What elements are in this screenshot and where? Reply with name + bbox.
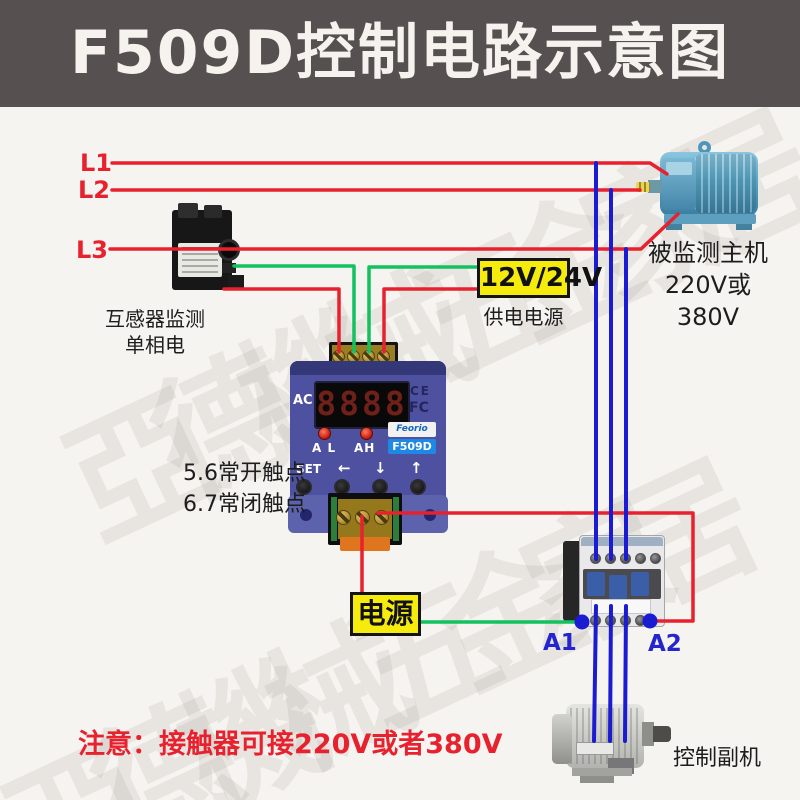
monitored-motor-caption: 被监测主机 220V或 380V: [648, 239, 768, 331]
phase-label-l2: L2: [78, 176, 110, 204]
monitored-motor: [636, 140, 766, 234]
down-arrow-icon: ↓: [374, 459, 387, 477]
alarm-high-led: [360, 427, 373, 440]
set-key-label: SET: [296, 462, 322, 476]
phase-label-l3: L3: [76, 236, 108, 264]
alarm-low-led: [318, 427, 331, 440]
mounting-hole-right: [424, 509, 436, 521]
phase-label-l1: L1: [80, 149, 112, 177]
up-arrow-icon: ↑: [410, 459, 423, 477]
mounting-hole-left: [300, 509, 312, 521]
title-bar: F509D控制电路示意图: [0, 0, 800, 107]
din-clip: [340, 537, 390, 551]
transformer-hole: [218, 239, 240, 261]
voltage-note: 注意：接触器可接220V或者380V: [78, 729, 503, 760]
relay-screw-5: [336, 510, 351, 525]
fcc-mark: FC: [409, 400, 429, 416]
contactor: [563, 533, 668, 629]
contact-note: 5.6常开触点 6.7常闭触点: [183, 461, 306, 517]
relay-screw-6: [355, 510, 370, 525]
supply-caption: 供电电源: [483, 305, 564, 329]
led-label-ah: AH: [354, 441, 376, 455]
transformer-caption: 互感器监测 单相电: [105, 307, 205, 357]
terminal-label-a2: A2: [648, 631, 682, 657]
power-source-box: 电源: [350, 592, 421, 636]
motor-shaft-tip: [636, 182, 650, 192]
ac-label: AC: [293, 393, 313, 408]
model-badge: F509D: [388, 439, 436, 454]
controlled-motor-caption: 控制副机: [673, 746, 762, 771]
f509d-controller: AC 8888 CE FC Feorio F509D A L AH SET ← …: [288, 337, 448, 553]
ce-mark: CE: [410, 384, 432, 398]
set-button: [296, 479, 312, 495]
transformer-label: [178, 243, 222, 277]
page-title: F509D控制电路示意图: [69, 18, 731, 88]
up-button: [410, 479, 426, 495]
controlled-motor: [550, 698, 674, 784]
led-label-al: A L: [312, 441, 337, 455]
relay-screw-7: [374, 510, 389, 525]
terminal-label-a1: A1: [543, 630, 577, 656]
left-arrow-icon: ←: [338, 459, 351, 477]
supply-voltage-box: 12V/24V: [477, 258, 602, 298]
current-transformer: [172, 203, 244, 297]
brand-label: Feorio: [388, 422, 436, 437]
